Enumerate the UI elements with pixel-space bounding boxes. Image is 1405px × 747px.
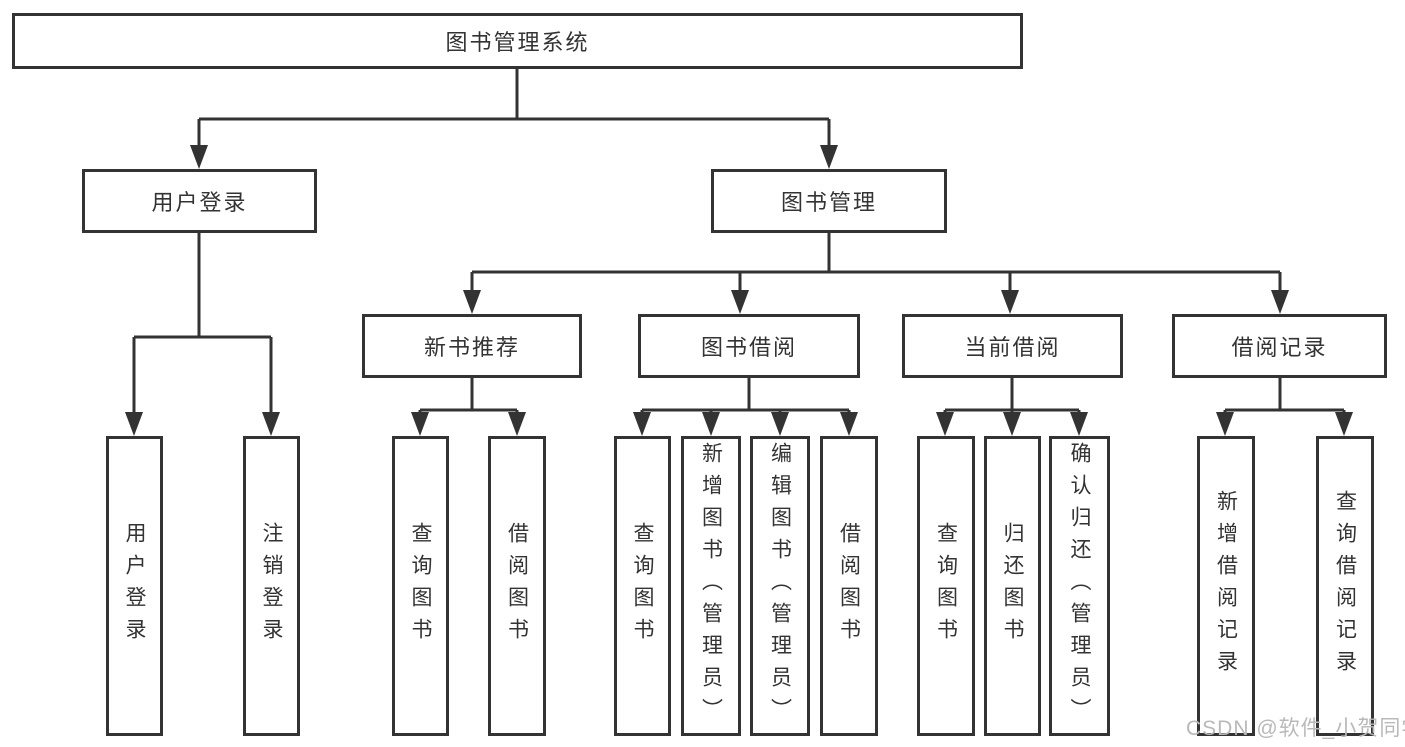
node-book-management: 图书管理 <box>711 169 947 233</box>
node-library-system: 图书管理系统 <box>12 13 1023 69</box>
node-label: 图书管理系统 <box>445 30 590 55</box>
leaf-user-login: 用户登录 <box>106 436 163 736</box>
leaf-label: 用户登录 <box>123 522 146 650</box>
leaf-label: 编辑图书（管理员） <box>768 442 792 730</box>
leaf-label: 借阅图书 <box>505 522 529 650</box>
leaf-records-add-record: 新增借阅记录 <box>1197 436 1255 736</box>
leaf-borrowing-borrow-book: 借阅图书 <box>820 436 878 736</box>
node-user-login: 用户登录 <box>82 169 317 233</box>
leaf-current-confirm-return-admin: 确认归还（管理员） <box>1049 436 1110 736</box>
leaf-borrowing-add-book-admin: 新增图书（管理员） <box>681 436 741 736</box>
leaf-label: 借阅图书 <box>837 522 861 650</box>
leaf-recommend-query-book: 查询图书 <box>392 436 449 736</box>
leaf-label: 查询图书 <box>934 522 958 650</box>
watermark: CSDN @软件_小贺同学 <box>1186 717 1405 740</box>
leaf-label: 查询图书 <box>409 522 432 650</box>
node-current-borrowing: 当前借阅 <box>902 314 1123 378</box>
leaf-borrowing-edit-book-admin: 编辑图书（管理员） <box>750 436 810 736</box>
leaf-label: 新增借阅记录 <box>1214 490 1238 682</box>
leaf-label: 归还图书 <box>1001 522 1024 650</box>
node-new-book-recommendation: 新书推荐 <box>362 314 582 378</box>
node-label: 图书管理 <box>780 190 877 215</box>
leaf-label: 查询图书 <box>631 522 654 650</box>
leaf-current-return-book: 归还图书 <box>984 436 1041 736</box>
node-book-borrowing: 图书借阅 <box>638 314 860 378</box>
leaf-recommend-borrow-book: 借阅图书 <box>488 436 546 736</box>
node-label: 当前借阅 <box>964 335 1061 360</box>
leaf-current-query-book: 查询图书 <box>917 436 975 736</box>
node-label: 图书借阅 <box>700 335 797 360</box>
leaf-logout: 注销登录 <box>243 436 300 736</box>
leaf-label: 查询借阅记录 <box>1333 490 1357 682</box>
leaf-label: 确认归还（管理员） <box>1068 442 1091 730</box>
leaf-borrowing-query-book: 查询图书 <box>614 436 671 736</box>
leaf-label: 注销登录 <box>260 522 283 650</box>
node-label: 借阅记录 <box>1231 335 1328 360</box>
node-label: 新书推荐 <box>423 335 520 360</box>
node-borrowing-records: 借阅记录 <box>1172 314 1387 378</box>
leaf-records-query-record: 查询借阅记录 <box>1316 436 1374 736</box>
node-label: 用户登录 <box>151 190 248 215</box>
leaf-label: 新增图书（管理员） <box>699 442 723 730</box>
